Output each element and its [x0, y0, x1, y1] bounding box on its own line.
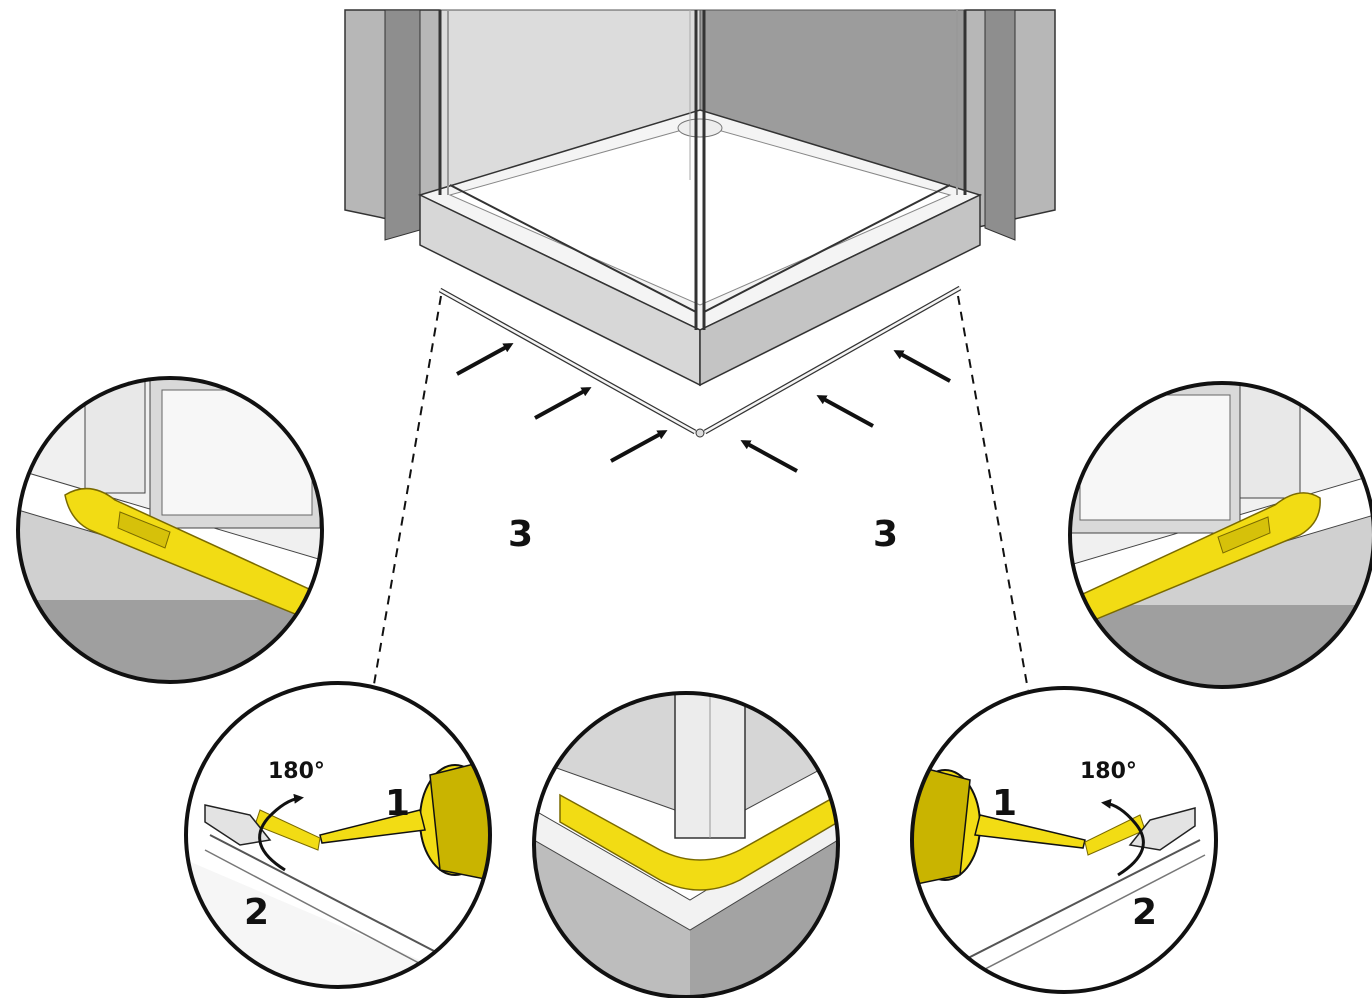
step-3-label-right: 3: [873, 514, 898, 555]
silicone-cartridge-icon: [319, 759, 490, 881]
step-1-label-right: 1: [992, 783, 1017, 824]
detail-circle-right-applying: 180° 1 2: [910, 686, 1218, 994]
leader-lines: [372, 295, 1029, 691]
detail-circle-left-applying: 180° 1 2: [184, 681, 492, 989]
press-arrow-icon: [456, 343, 514, 376]
angle-label-left: 180°: [268, 759, 325, 784]
press-arrow-icon: [610, 430, 668, 463]
step-2-label-left: 2: [244, 892, 269, 933]
shower-enclosure: [344, 9, 1056, 387]
detail-circle-left-sealed: [16, 376, 324, 684]
press-arrow-icon: [534, 387, 592, 420]
silicone-cartridge-icon: [912, 764, 1086, 886]
detail-circle-center-corner: [532, 691, 840, 998]
press-arrow-icon: [816, 395, 874, 428]
press-arrow-icon: [740, 440, 798, 473]
sealing-strips: [438, 285, 962, 438]
angle-label-right: 180°: [1080, 759, 1137, 784]
press-arrows: [456, 343, 951, 473]
step-1-label-left: 1: [385, 783, 410, 824]
step-2-label-right: 2: [1132, 892, 1157, 933]
step-3-label-left: 3: [508, 514, 533, 555]
press-arrow-icon: [893, 350, 951, 383]
detail-circle-right-sealed: [1068, 381, 1372, 689]
rotate-arrow-icon: [1101, 798, 1145, 877]
rotate-arrow-icon: [258, 793, 304, 872]
